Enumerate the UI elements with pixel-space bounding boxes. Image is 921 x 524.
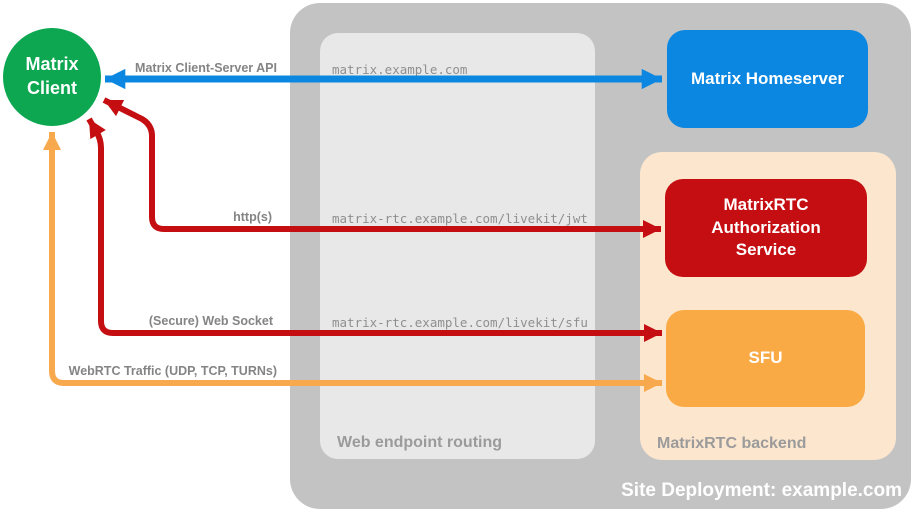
web-socket-label: (Secure) Web Socket	[148, 314, 273, 328]
endpoint-livekit-jwt: matrix-rtc.example.com/livekit/jwt	[332, 211, 588, 226]
matrix-client-label: Matrix Client	[25, 54, 79, 98]
matrix-homeserver-label: Matrix Homeserver	[690, 68, 845, 88]
webrtc-traffic-label: WebRTC Traffic (UDP, TCP, TURNs)	[68, 364, 277, 378]
https-label: http(s)	[233, 210, 272, 224]
client-server-api-label: Matrix Client-Server API	[135, 61, 277, 75]
matrixrtc-backend-label: MatrixRTC backend	[657, 435, 807, 452]
matrixrtc-authorization-service-label: MatrixRTC Authorization Service	[711, 195, 821, 260]
web-endpoint-routing-label: Web endpoint routing	[337, 434, 503, 451]
site-deployment-title: Site Deployment: example.com	[621, 480, 902, 501]
web-endpoint-routing-box: Web endpoint routing	[320, 33, 595, 459]
matrix-homeserver-node: Matrix Homeserver	[667, 30, 868, 128]
endpoint-matrix-example: matrix.example.com	[332, 62, 468, 77]
sfu-node: SFU	[666, 310, 865, 407]
matrix-client-node: Matrix Client	[3, 28, 101, 126]
sfu-label: SFU	[748, 348, 783, 368]
matrixrtc-authorization-service-node: MatrixRTC Authorization Service	[665, 179, 867, 277]
endpoint-livekit-sfu: matrix-rtc.example.com/livekit/sfu	[332, 315, 588, 330]
